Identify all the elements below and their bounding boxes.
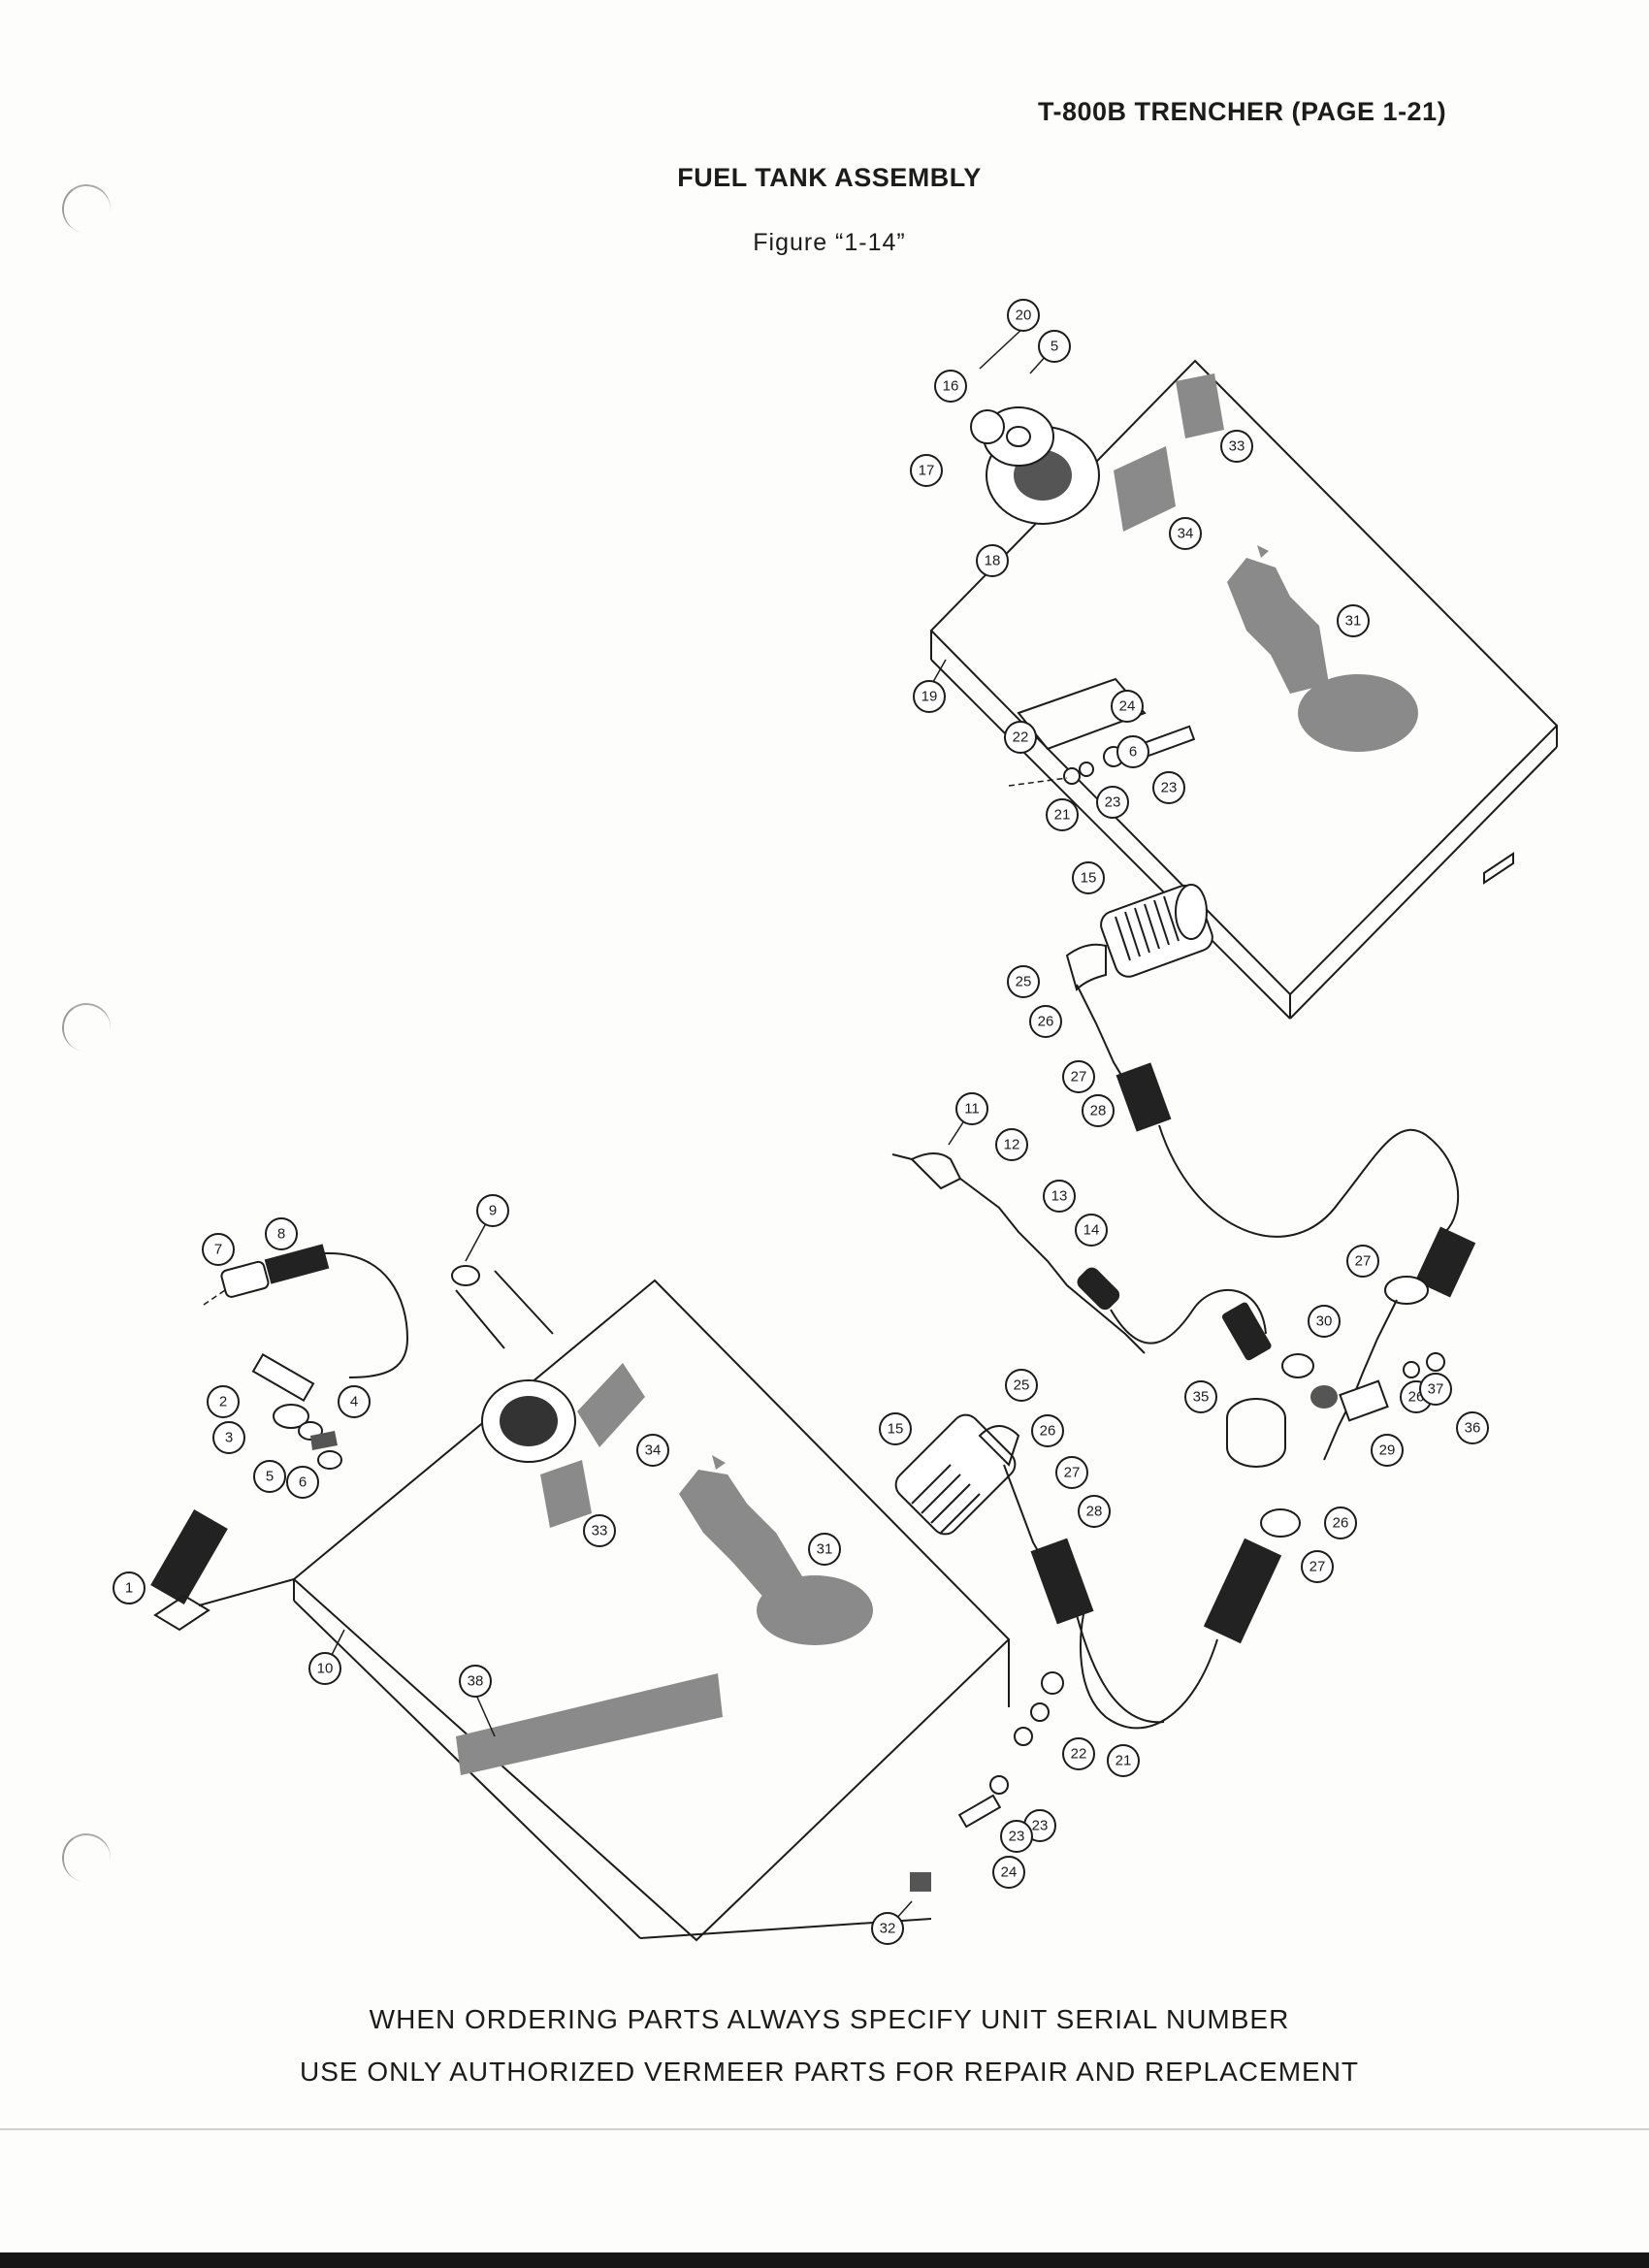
callout-26: 26	[1038, 1014, 1054, 1030]
callout-31: 31	[1345, 613, 1362, 630]
callout-13: 13	[1051, 1188, 1068, 1205]
callouts-upper-tank: 20 5 16 17 18 33 34 31 19 24 22 6 23 21 …	[910, 299, 1370, 1127]
page-reference: T-800B TRENCHER (PAGE 1-21)	[1038, 97, 1447, 126]
callout-30: 30	[1316, 1313, 1333, 1330]
callout-14: 14	[1083, 1222, 1100, 1239]
callout-4: 4	[350, 1394, 358, 1410]
callout-6: 6	[1129, 744, 1137, 761]
callout-28-b: 28	[1086, 1504, 1103, 1520]
ordering-note: WHEN ORDERING PARTS ALWAYS SPECIFY UNIT …	[369, 2004, 1290, 2034]
authorized-parts-note: USE ONLY AUTHORIZED VERMEER PARTS FOR RE…	[299, 2057, 1360, 2087]
page-title: FUEL TANK ASSEMBLY	[677, 163, 982, 192]
callout-15: 15	[1081, 870, 1097, 887]
callout-33: 33	[1229, 438, 1245, 455]
callouts-connector-run: 11 12 13 14	[948, 1092, 1108, 1247]
callout-18: 18	[985, 553, 1001, 569]
callout-33-b: 33	[592, 1523, 608, 1539]
lower-caution-figure	[679, 1455, 873, 1645]
callout-5-b: 5	[266, 1469, 274, 1485]
callout-23: 23	[1105, 794, 1121, 811]
drain-plug-icon	[910, 1872, 931, 1892]
callout-20: 20	[1016, 308, 1032, 324]
callout-9: 9	[489, 1203, 497, 1219]
lower-decal-33	[540, 1460, 592, 1528]
upper-fuel-filter	[1065, 884, 1213, 1132]
callout-28: 28	[1090, 1103, 1107, 1119]
callout-31-b: 31	[817, 1541, 833, 1558]
callout-32: 32	[880, 1921, 896, 1937]
upper-decal-34	[1114, 446, 1176, 532]
lower-fuel-tank	[292, 1265, 1011, 1942]
callout-26-b: 26	[1040, 1423, 1056, 1440]
callout-3: 3	[225, 1430, 233, 1446]
callout-23-c: 23	[1032, 1818, 1049, 1834]
callout-38: 38	[468, 1673, 484, 1690]
callout-2: 2	[219, 1394, 227, 1410]
callout-21: 21	[1054, 807, 1071, 824]
callout-16: 16	[943, 378, 959, 395]
connector-run	[891, 1152, 1146, 1354]
callouts-tee-assembly: 27 30 35 26 37 36 29 26 27	[1184, 1245, 1489, 1583]
callout-17: 17	[919, 463, 935, 479]
callout-12: 12	[1004, 1137, 1020, 1153]
upper-cap-icon	[970, 409, 1005, 444]
tee-assembly	[1203, 1226, 1476, 1644]
callout-1: 1	[125, 1580, 133, 1597]
callouts-lower-tank: 7 8 9 2 4 3 5 6 1 34 33 31 10 38 15 25 2…	[113, 1194, 1140, 1945]
callout-26-d: 26	[1333, 1515, 1349, 1532]
lower-decal-34	[577, 1363, 645, 1447]
callout-6-b: 6	[299, 1474, 307, 1491]
callout-7: 7	[214, 1242, 222, 1258]
lower-decal-38	[456, 1673, 723, 1775]
callout-34-b: 34	[645, 1442, 662, 1459]
figure-label: Figure “1-14”	[753, 229, 906, 256]
callout-11: 11	[964, 1101, 980, 1118]
callout-27-d: 27	[1310, 1559, 1326, 1575]
page-fold-line	[0, 2128, 1649, 2130]
callout-25: 25	[1016, 974, 1032, 990]
callout-22: 22	[1013, 729, 1029, 746]
callout-35: 35	[1193, 1389, 1210, 1406]
callout-34: 34	[1178, 526, 1194, 542]
callout-23-d: 23	[1009, 1829, 1025, 1845]
callout-24: 24	[1119, 698, 1136, 715]
upper-caution-figure	[1227, 545, 1418, 752]
upper-fuel-tank	[929, 359, 1559, 1020]
callout-25-b: 25	[1014, 1377, 1030, 1394]
callout-5: 5	[1051, 339, 1058, 355]
callout-8: 8	[277, 1226, 285, 1243]
callout-21-b: 21	[1116, 1753, 1132, 1769]
upper-decal-33	[1176, 373, 1224, 438]
callout-27: 27	[1071, 1069, 1087, 1085]
callout-10: 10	[317, 1661, 334, 1677]
scan-edge	[0, 2252, 1649, 2268]
callout-27-b: 27	[1064, 1465, 1081, 1481]
callout-22-b: 22	[1071, 1746, 1087, 1763]
callout-37: 37	[1428, 1381, 1444, 1398]
callout-36: 36	[1465, 1420, 1481, 1437]
callout-19: 19	[922, 689, 938, 705]
lower-fuel-filter	[894, 1413, 1165, 1829]
callout-29: 29	[1379, 1442, 1396, 1459]
callout-15-b: 15	[888, 1421, 904, 1438]
callout-23-b: 23	[1161, 780, 1178, 796]
lower-left-hardware	[150, 1244, 409, 1632]
callout-24-b: 24	[1001, 1864, 1018, 1881]
callout-27-c: 27	[1355, 1253, 1372, 1270]
